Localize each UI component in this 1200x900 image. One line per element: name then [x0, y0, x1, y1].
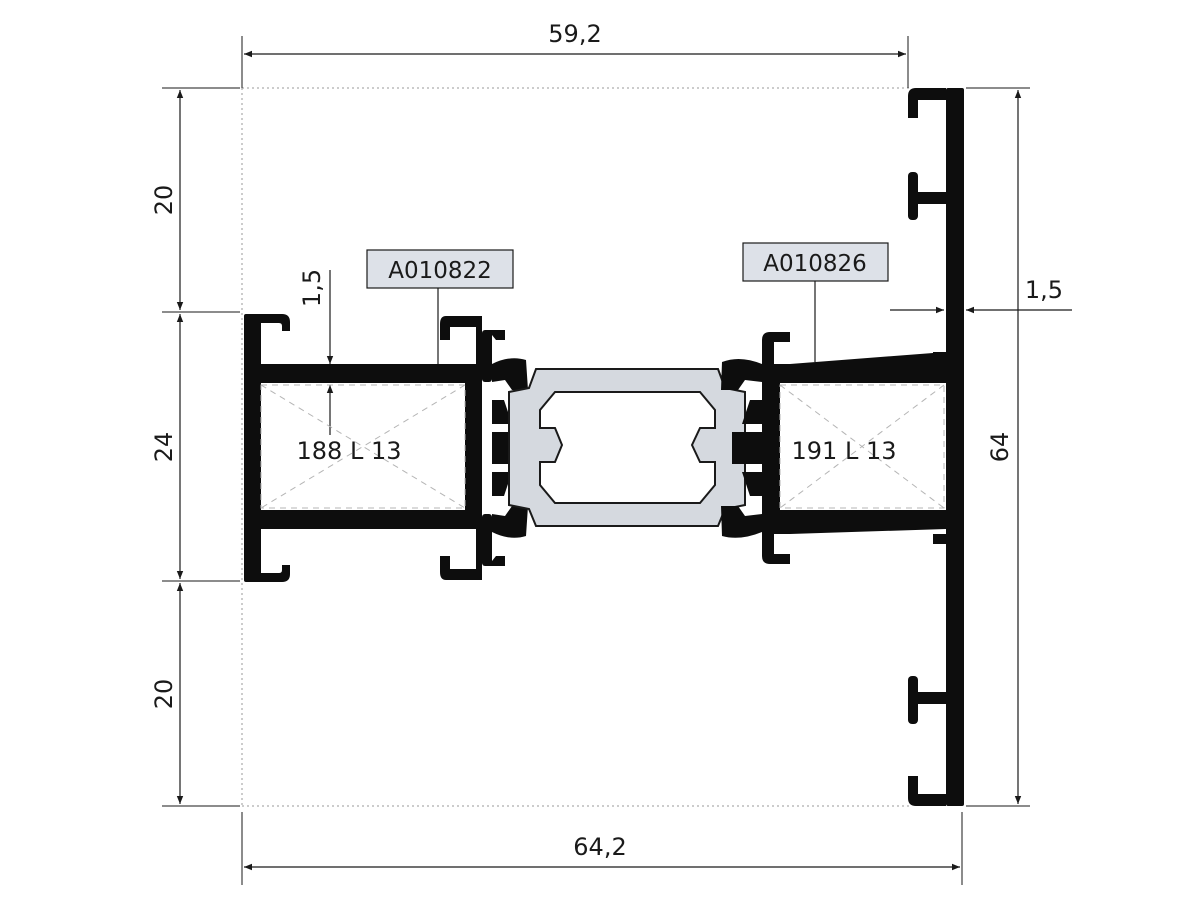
right-part-code: A010826	[763, 251, 867, 277]
outline-frame	[241, 87, 910, 807]
right-part-code-label: A010826	[742, 242, 889, 362]
right-reinforcement	[779, 384, 945, 509]
left-reinforcement	[260, 384, 466, 509]
left-part-code: A010822	[388, 258, 492, 284]
left-top-height-label: 20	[150, 185, 178, 216]
right-profile	[721, 88, 964, 806]
left-part-code-label: A010822	[366, 249, 514, 364]
thermal-break	[508, 368, 746, 527]
top-width-label: 59,2	[548, 20, 601, 48]
right-height-label: 64	[986, 432, 1014, 463]
left-profile	[244, 314, 528, 582]
bottom-width-label: 64,2	[573, 833, 626, 861]
right-wall-thickness-label: 1,5	[1025, 276, 1063, 304]
left-middle-height-label: 24	[150, 432, 178, 463]
extension-lines	[162, 36, 1030, 885]
left-reinforcement-label: 188 L 13	[297, 437, 402, 465]
right-reinforcement-label: 191 L 13	[792, 437, 897, 465]
left-bottom-height-label: 20	[150, 679, 178, 710]
dimension-lines	[176, 50, 1072, 871]
left-wall-thickness-label: 1,5	[298, 269, 326, 307]
